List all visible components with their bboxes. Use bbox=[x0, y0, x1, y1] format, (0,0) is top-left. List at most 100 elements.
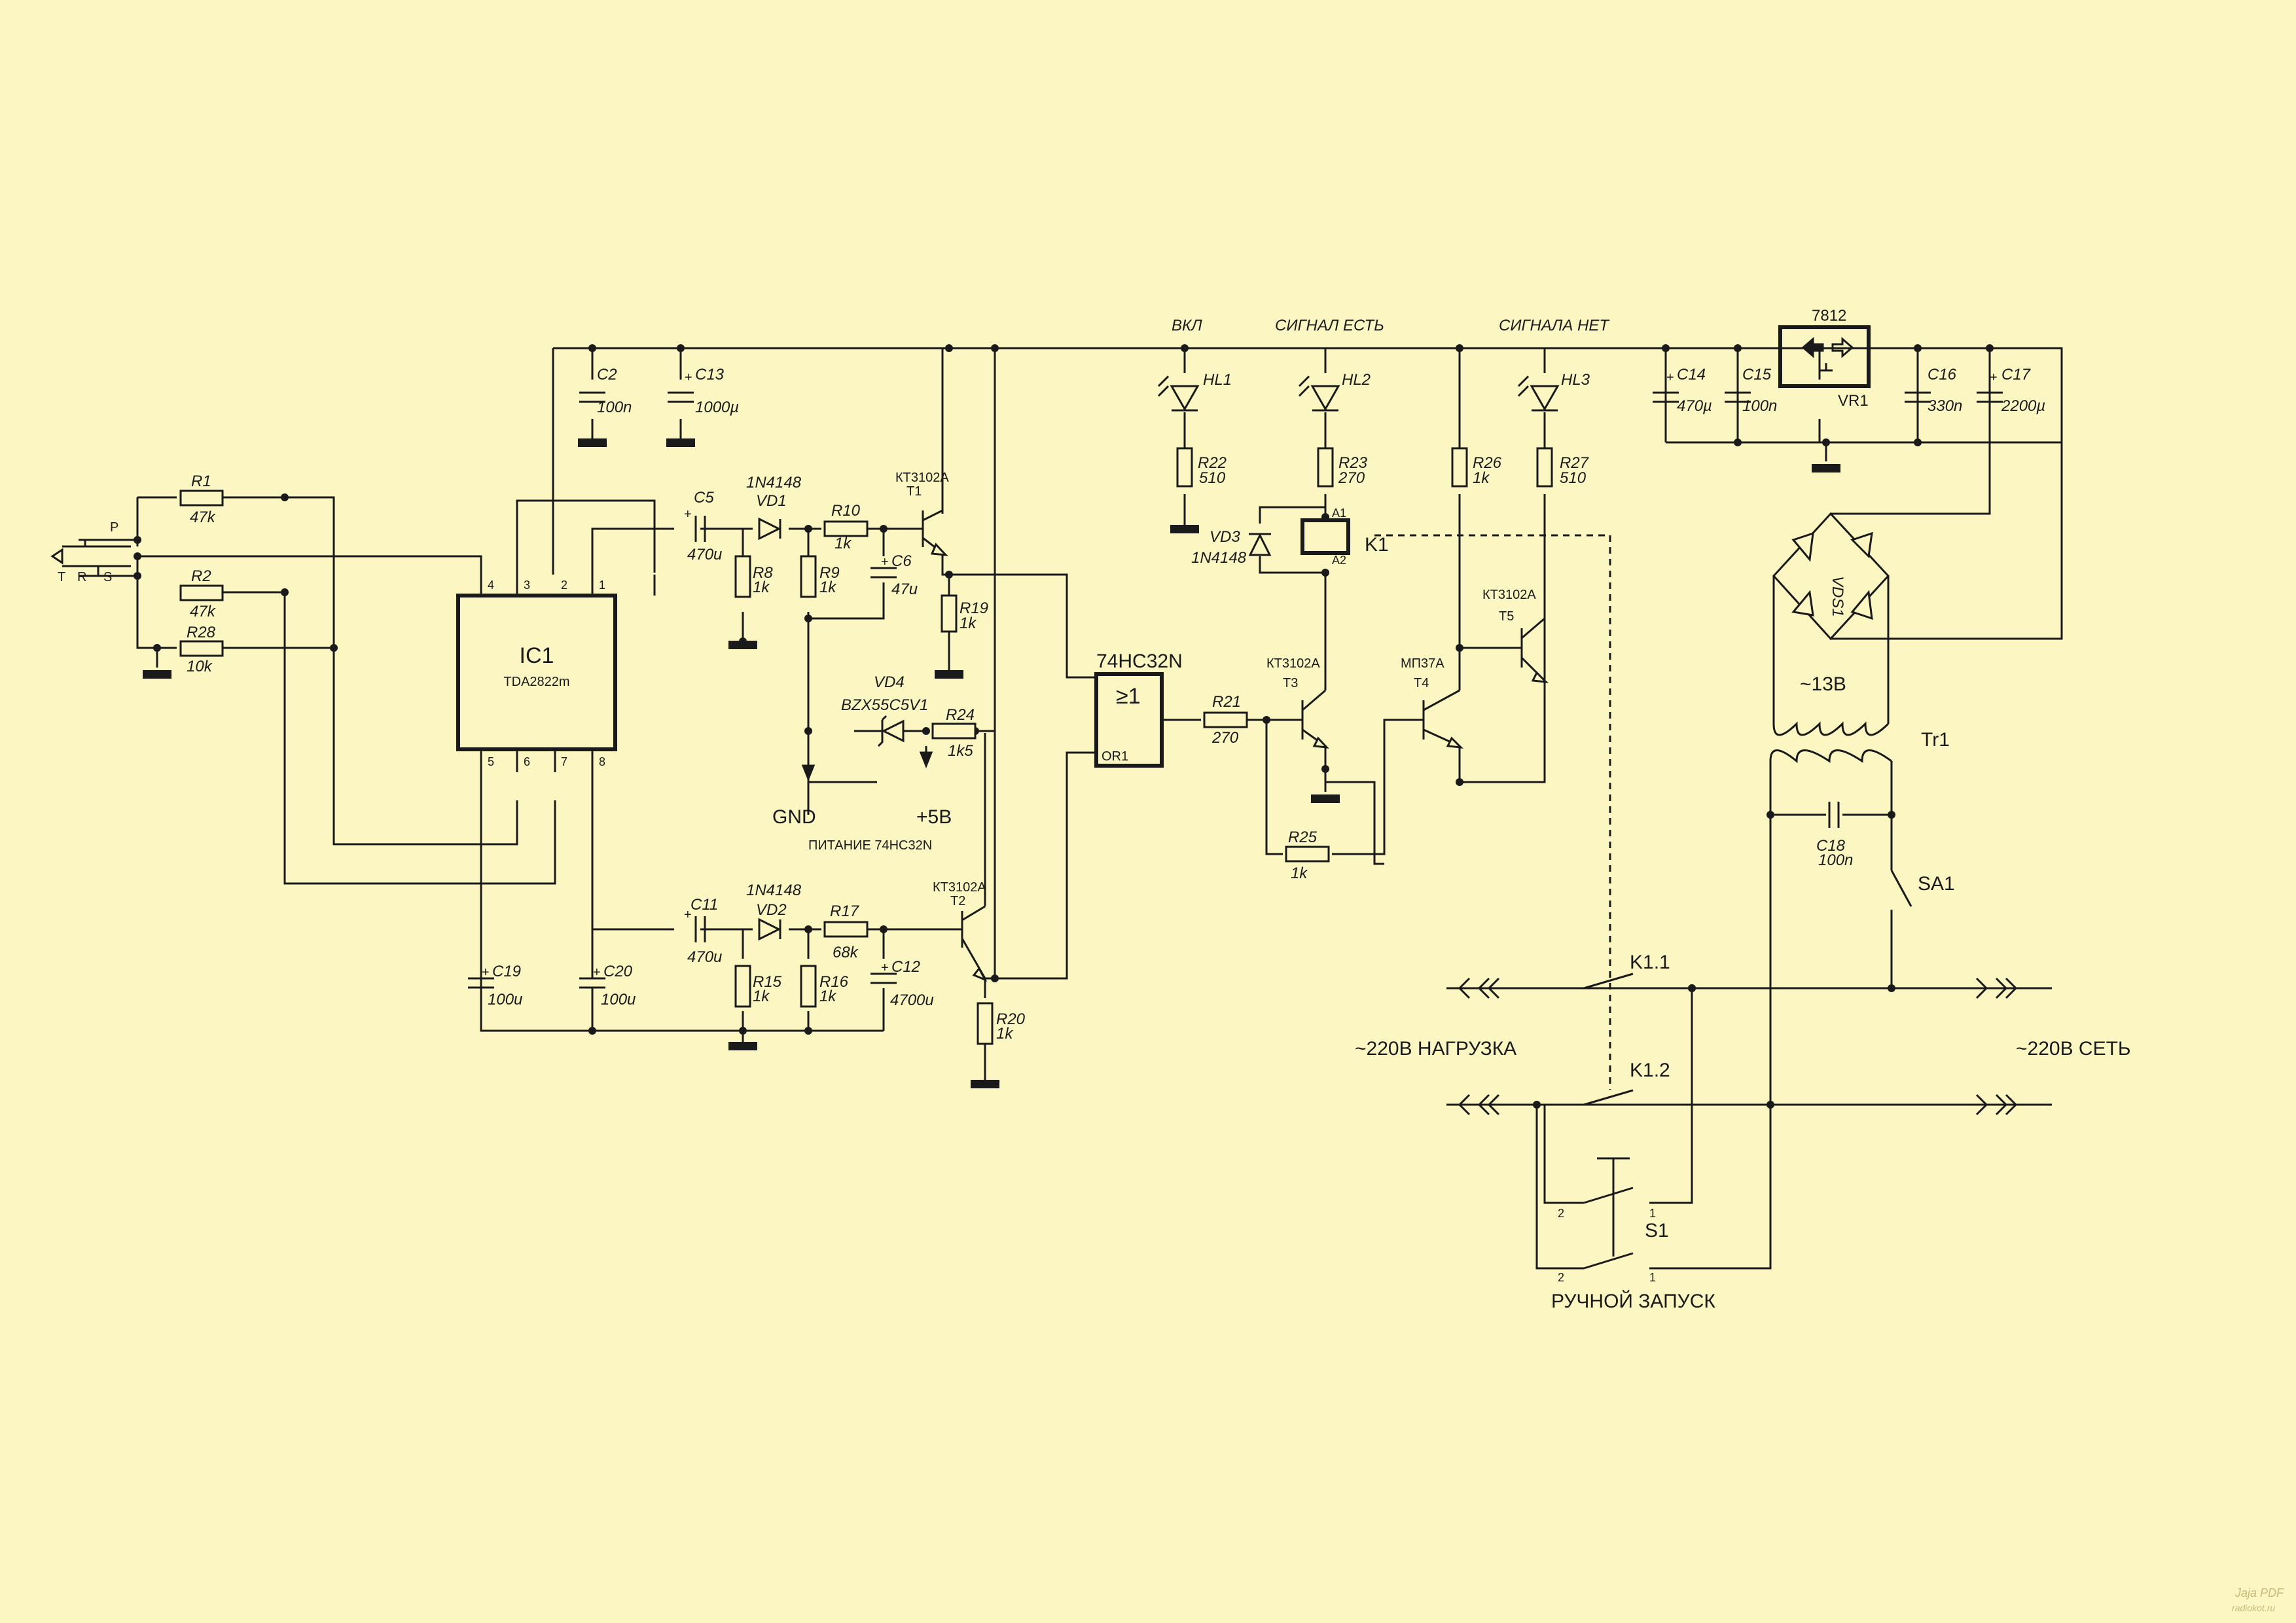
hl2-ref: HL2 bbox=[1342, 371, 1371, 389]
diode-vd2: 1N4148 VD2 bbox=[746, 882, 802, 941]
ic1-pin-1: 1 bbox=[599, 579, 605, 592]
diode-vd4: VD4 BZX55C5V1 bbox=[841, 673, 928, 747]
t5-ref: T5 bbox=[1499, 609, 1514, 624]
r26-ref: R26 bbox=[1473, 454, 1502, 472]
ground-symbols bbox=[143, 348, 1840, 1088]
vd1-ref: VD1 bbox=[756, 492, 787, 510]
r23-val: 270 bbox=[1338, 469, 1365, 487]
svg-text:+: + bbox=[685, 370, 692, 385]
watermark: Jaja PDF radiokot.ru bbox=[2232, 1586, 2284, 1613]
audio-jack: P T R S bbox=[50, 520, 139, 584]
capacitor-c2: C2 100n bbox=[579, 366, 632, 416]
hl1-ref: HL1 bbox=[1203, 371, 1232, 389]
c17-val: 2200µ bbox=[2001, 397, 2045, 415]
r1-val: 47k bbox=[190, 508, 217, 526]
r22-ref: R22 bbox=[1198, 454, 1227, 472]
capacitor-c16: C16 330n bbox=[1905, 366, 1962, 415]
capacitor-c11: + C11 470u bbox=[684, 896, 722, 966]
resistor-r27: R27 510 bbox=[1536, 447, 1590, 488]
vd2-ref: VD2 bbox=[756, 901, 787, 919]
svg-text:+: + bbox=[684, 507, 692, 522]
capacitor-c12: + C12 4700u bbox=[870, 958, 934, 1009]
c17-ref: C17 bbox=[2001, 366, 2032, 383]
jack-t-label: T bbox=[58, 570, 65, 584]
c14-ref: C14 bbox=[1677, 366, 1706, 383]
c6-val: 47u bbox=[891, 580, 918, 598]
gate-part: 74HC32N bbox=[1096, 651, 1183, 672]
diode-bridge-vds1: VDS1 bbox=[1772, 512, 1890, 641]
transistors: КТ3102А T1 КТ3102А T2 КТ3102А T3 МП37А T… bbox=[895, 471, 1549, 982]
k1-a2: A2 bbox=[1332, 554, 1346, 567]
or-gate: ≥1 OR1 74HC32N bbox=[1094, 651, 1183, 768]
hl3-label: СИГНАЛА НЕТ bbox=[1499, 317, 1610, 334]
transistor-t4: МП37А T4 bbox=[1401, 656, 1464, 749]
capacitor-c20: + C20 100u bbox=[579, 963, 636, 1008]
c16-val: 330n bbox=[1928, 397, 1962, 415]
c20-ref: C20 bbox=[603, 963, 633, 980]
vds1-ref: VDS1 bbox=[1829, 576, 1846, 617]
c2-val: 100n bbox=[597, 399, 632, 416]
hl2-label: СИГНАЛ ЕСТЬ bbox=[1275, 317, 1384, 334]
t1-part: КТ3102А bbox=[895, 471, 949, 485]
s1-pin1-a: 1 bbox=[1649, 1207, 1656, 1220]
mains-net-label: ~220В СЕТЬ bbox=[2016, 1038, 2131, 1060]
wires bbox=[136, 347, 2063, 1270]
t4-part: МП37А bbox=[1401, 656, 1444, 671]
k1-ref: K1 bbox=[1365, 534, 1389, 556]
ic1-pin-2: 2 bbox=[561, 579, 567, 592]
c15-val: 100n bbox=[1742, 397, 1777, 415]
r24-ref: R24 bbox=[946, 706, 975, 724]
resistor-r26: R26 1k bbox=[1451, 447, 1502, 488]
svg-text:+: + bbox=[881, 555, 889, 569]
gnd-label: GND bbox=[772, 806, 816, 828]
jack-r-label: R bbox=[77, 570, 86, 584]
c12-val: 4700u bbox=[890, 991, 934, 1009]
plus5-label: +5В bbox=[916, 806, 952, 828]
ic1-ref: IC1 bbox=[520, 643, 554, 668]
resistor-r20: R20 1k bbox=[977, 1002, 1026, 1045]
led-hl1: HL1 ВКЛ bbox=[1157, 317, 1232, 412]
resistor-r28: R28 10k bbox=[179, 624, 224, 675]
c2-ref: C2 bbox=[597, 366, 617, 383]
regulator-vr1: 7812 VR1 bbox=[1778, 307, 1871, 410]
s1-pin2-b: 2 bbox=[1558, 1271, 1564, 1284]
s1-pin2-a: 2 bbox=[1558, 1207, 1564, 1220]
resistor-r19: R19 1k bbox=[941, 594, 988, 633]
r28-val: 10k bbox=[187, 658, 213, 675]
s1-label: S1 bbox=[1645, 1220, 1669, 1241]
c14-val: 470µ bbox=[1677, 397, 1712, 415]
c5-val: 470u bbox=[687, 546, 722, 563]
r19-ref: R19 bbox=[960, 599, 988, 617]
resistor-r24: R24 1k5 bbox=[931, 706, 977, 760]
c19-ref: C19 bbox=[492, 963, 521, 980]
capacitor-c15: C15 100n bbox=[1725, 366, 1777, 415]
vd1-part: 1N4148 bbox=[746, 474, 802, 491]
r26-val: 1k bbox=[1473, 469, 1490, 487]
c12-ref: C12 bbox=[891, 958, 920, 976]
resistor-r8: R8 1k bbox=[734, 555, 773, 598]
switch-s1: 2 1 2 1 S1 bbox=[1558, 1157, 1669, 1284]
r15-val: 1k bbox=[753, 988, 770, 1005]
gate-symbol: ≥1 bbox=[1116, 684, 1141, 709]
k11-label: K1.1 bbox=[1630, 952, 1670, 973]
leds: HL1 ВКЛ HL2 СИГНАЛ ЕСТЬ HL3 СИГНАЛА НЕТ bbox=[1157, 317, 1610, 412]
k12-label: K1.2 bbox=[1630, 1060, 1670, 1081]
transistor-t1: КТ3102А T1 bbox=[895, 471, 949, 556]
r22-val: 510 bbox=[1199, 469, 1226, 487]
resistor-r23: R23 270 bbox=[1317, 447, 1368, 488]
ic1-pin-3: 3 bbox=[524, 579, 530, 592]
vd2-part: 1N4148 bbox=[746, 882, 802, 899]
vr1-part: 7812 bbox=[1812, 307, 1846, 325]
r10-val: 1k bbox=[834, 535, 852, 552]
c11-val: 470u bbox=[687, 948, 722, 966]
c19-val: 100u bbox=[488, 991, 522, 1008]
r25-ref: R25 bbox=[1288, 829, 1318, 846]
ic1-pin-7: 7 bbox=[561, 755, 567, 768]
hl1-label: ВКЛ bbox=[1172, 317, 1202, 334]
ic1-pin-5: 5 bbox=[488, 755, 494, 768]
tr1-secondary: ~13В bbox=[1800, 673, 1846, 695]
relay-k1: A1 A2 K1 K1.1 K1.2 bbox=[1300, 507, 1696, 1106]
capacitor-c19: + C19 100u bbox=[468, 963, 522, 1008]
r8-ref: R8 bbox=[753, 564, 773, 582]
capacitor-c6: + C6 47u bbox=[870, 552, 918, 598]
